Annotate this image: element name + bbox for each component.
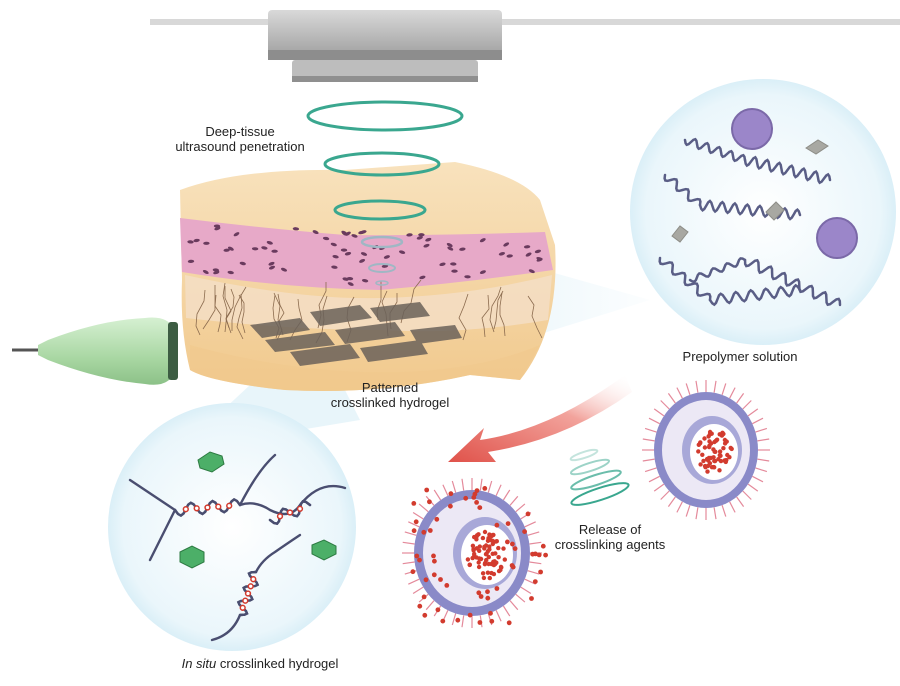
prepolymer-circle bbox=[630, 79, 896, 345]
deep-tissue-line2: ultrasound penetration bbox=[175, 139, 305, 154]
ultrasound-rings bbox=[306, 100, 464, 286]
patterned-line2: crosslinked hydrogel bbox=[330, 395, 450, 410]
ultrasound-probe bbox=[12, 317, 178, 385]
insitu-label: In situ crosslinked hydrogel bbox=[140, 656, 380, 671]
prepolymer-text: Prepolymer solution bbox=[682, 349, 798, 364]
top-transducer bbox=[150, 10, 900, 82]
patterned-line1: Patterned bbox=[361, 380, 419, 395]
insitu-circle bbox=[108, 403, 356, 651]
crosslinker-molecules bbox=[179, 451, 337, 569]
release-line1: Release of bbox=[578, 522, 642, 537]
deep-tissue-label: Deep-tissue ultrasound penetration bbox=[140, 124, 340, 154]
insitu-italic: In situ bbox=[181, 656, 217, 671]
burst-liposome bbox=[402, 478, 548, 628]
patterned-hydrogel bbox=[250, 302, 462, 366]
release-ultrasound-waves bbox=[569, 448, 630, 506]
release-line2: crosslinking agents bbox=[554, 537, 666, 552]
tissue-block bbox=[180, 162, 556, 391]
deep-tissue-line1: Deep-tissue bbox=[205, 124, 275, 139]
prepolymer-label: Prepolymer solution bbox=[640, 349, 840, 364]
insitu-rest: crosslinked hydrogel bbox=[216, 656, 339, 671]
skin-nuclei bbox=[187, 224, 543, 286]
patterned-hydrogel-label: Patterned crosslinked hydrogel bbox=[290, 380, 490, 410]
release-arrow bbox=[448, 375, 632, 462]
liposome-small-1 bbox=[731, 108, 773, 150]
liposome-small-2 bbox=[816, 217, 858, 259]
release-label: Release of crosslinking agents bbox=[520, 522, 700, 552]
intact-liposome bbox=[642, 380, 770, 520]
